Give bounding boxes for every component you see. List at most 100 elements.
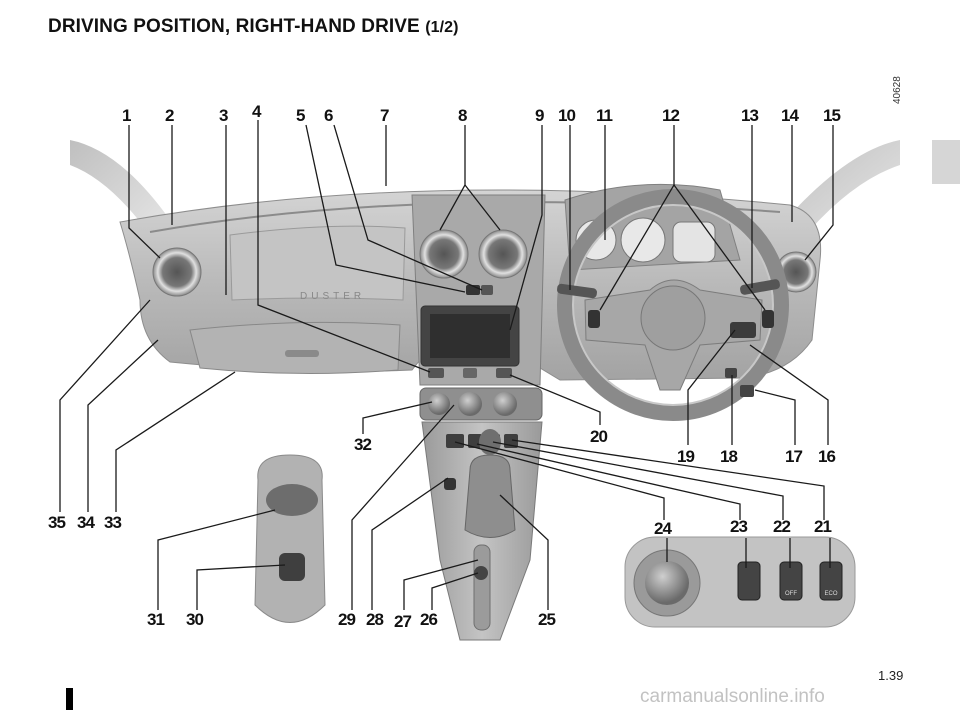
panel-button-3 (819, 561, 843, 601)
panel-button-3-label: ECO (824, 591, 837, 597)
page-title-suffix: (1/2) (425, 19, 459, 36)
climate-knob-right (493, 392, 517, 416)
callout-1: 1 (122, 106, 131, 125)
callout-29: 29 (338, 610, 355, 629)
cruise-control-switch (730, 322, 756, 338)
left-air-vent (152, 247, 202, 297)
radio-button-middle (463, 368, 477, 378)
callout-numbers: 1 2 3 4 5 6 7 8 9 10 11 12 13 14 15 16 1… (48, 102, 841, 631)
leader-21 (511, 439, 825, 520)
steering-wheel-rim-inner (572, 204, 774, 406)
centre-vent-left (419, 229, 469, 279)
leader-26 (431, 572, 479, 610)
leader-5 (305, 124, 466, 293)
leader-33 (115, 371, 236, 512)
leader-16 (749, 344, 829, 445)
callout-13: 13 (741, 106, 758, 125)
panel-button-2 (779, 561, 803, 601)
section-tab (932, 140, 960, 184)
page-title: DRIVING POSITION, RIGHT-HAND DRIVE (1/2) (48, 16, 459, 38)
leader-35 (59, 299, 151, 512)
handbrake-button (474, 566, 488, 580)
callout-4: 4 (252, 102, 262, 121)
leader-1 (128, 125, 161, 259)
panel-button-1 (737, 561, 761, 601)
cup-holder-socket (279, 553, 305, 581)
callout-28: 28 (366, 610, 383, 629)
callout-16: 16 (818, 447, 835, 466)
callout-15: 15 (823, 106, 840, 125)
leader-15 (804, 125, 834, 261)
callout-23: 23 (730, 517, 747, 536)
leader-32 (362, 401, 433, 434)
leader-20 (509, 374, 601, 425)
callout-26: 26 (420, 610, 437, 629)
mirror-adjust-control (740, 385, 754, 397)
leader-23 (476, 443, 741, 520)
leader-27 (403, 559, 479, 610)
leader-24 (454, 441, 665, 520)
leader-22 (492, 441, 784, 520)
callout-33: 33 (104, 513, 121, 532)
leader-28 (371, 477, 449, 610)
leader-25 (499, 494, 549, 610)
callout-18: 18 (720, 447, 737, 466)
handbrake-lever (473, 544, 491, 631)
callout-27: 27 (394, 612, 411, 631)
climate-knob-middle (458, 392, 482, 416)
callout-3: 3 (219, 106, 228, 125)
wheel-right-control (762, 310, 774, 328)
radio-button-right (496, 368, 512, 378)
gear-boot (464, 454, 516, 538)
callout-7: 7 (380, 106, 389, 125)
leader-8b (464, 184, 501, 231)
leader-lines (59, 120, 834, 610)
wheel-left-control (588, 310, 600, 328)
callout-31: 31 (147, 610, 164, 629)
glovebox (189, 321, 401, 375)
centre-vent-right (478, 229, 528, 279)
glovebox-handle (285, 350, 319, 357)
left-pillar (70, 140, 170, 235)
callout-21: 21 (814, 517, 831, 536)
page-number: 1.39 (878, 668, 904, 683)
watermark[interactable]: carmanualsonline.info (640, 686, 825, 707)
passenger-airbag-panel (229, 225, 406, 301)
leader-6 (333, 124, 483, 291)
callout-30: 30 (186, 610, 203, 629)
leader-4 (257, 120, 431, 373)
multimedia-screen (430, 314, 510, 358)
callout-2: 2 (165, 106, 174, 125)
callout-25: 25 (538, 610, 555, 629)
leader-30 (196, 564, 286, 610)
console-switch-1 (446, 434, 464, 448)
key-slot (725, 368, 737, 378)
callout-17: 17 (785, 447, 802, 466)
callout-20: 20 (590, 427, 607, 446)
leader-31 (157, 509, 276, 610)
steering-wheel-rim (557, 189, 789, 421)
leader-17 (754, 389, 796, 445)
dashboard-badge: DUSTER (300, 291, 365, 302)
page-title-text: DRIVING POSITION, RIGHT-HAND DRIVE (48, 16, 420, 37)
callout-10: 10 (558, 106, 575, 125)
callout-9: 9 (535, 106, 544, 125)
leader-9 (509, 125, 543, 331)
drive-mode-knob (645, 561, 689, 605)
callout-19: 19 (677, 447, 694, 466)
callout-6: 6 (324, 106, 333, 125)
page-edge-mark (66, 688, 73, 710)
leader-12b (673, 184, 766, 311)
right-pillar (790, 140, 900, 230)
console-socket (444, 478, 456, 490)
radio-button-left (428, 368, 444, 378)
callout-24: 24 (654, 519, 672, 538)
rev-counter (620, 217, 666, 263)
climate-knob-left (428, 393, 450, 415)
callout-14: 14 (781, 106, 799, 125)
lighting-stalk (557, 283, 597, 299)
callout-11: 11 (596, 106, 613, 125)
cup-holder-inset (254, 454, 326, 623)
centre-switch (481, 285, 493, 295)
